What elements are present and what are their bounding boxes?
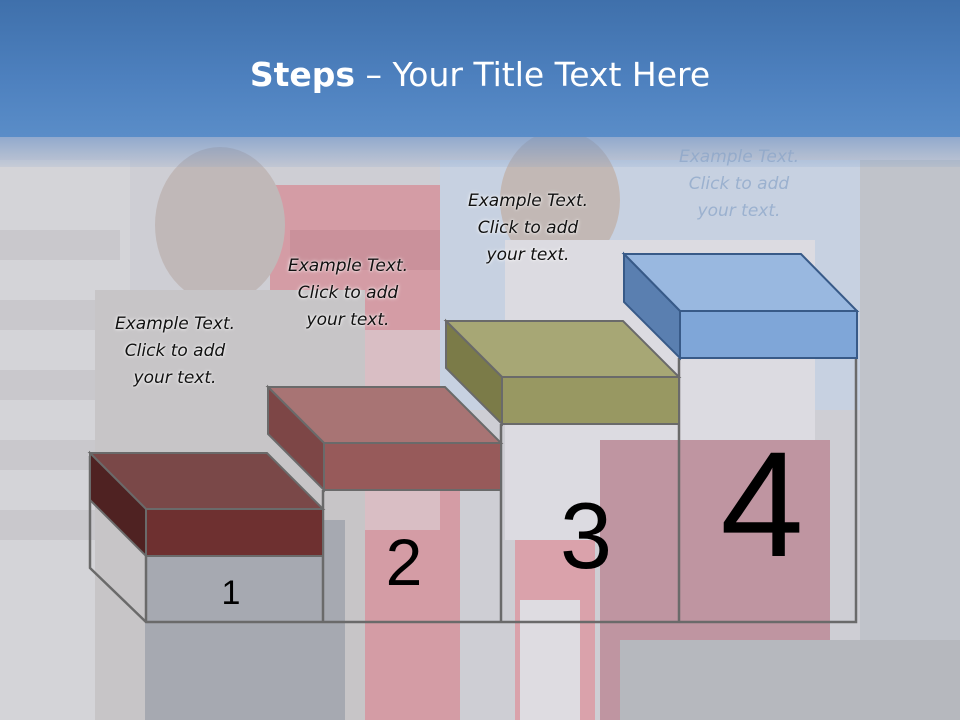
step-caption-4[interactable]: Example Text. Click to add your text. — [654, 144, 824, 225]
title-band — [0, 137, 960, 167]
caption-line: Click to add — [297, 283, 399, 303]
caption-line: your text. — [133, 368, 217, 388]
title-text: – Your Title Text Here — [355, 55, 711, 94]
step-number-2: 2 — [386, 525, 423, 599]
step-block-2[interactable] — [265, 384, 504, 493]
caption-line: your text. — [486, 245, 570, 265]
caption-line: your text. — [697, 201, 781, 221]
caption-line: Click to add — [477, 218, 579, 238]
caption-line: Click to add — [124, 341, 226, 361]
step-number-3: 3 — [560, 483, 612, 588]
step-caption-3[interactable]: Example Text. Click to add your text. — [443, 188, 613, 269]
step-block-4[interactable] — [621, 251, 860, 361]
caption-line: Example Text. — [287, 256, 409, 276]
caption-line: Example Text. — [467, 191, 589, 211]
step-caption-2[interactable]: Example Text. Click to add your text. — [263, 253, 433, 334]
caption-line: your text. — [306, 310, 390, 330]
title-bar — [0, 0, 960, 137]
caption-line: Click to add — [688, 174, 790, 194]
step-block-3[interactable] — [443, 318, 682, 427]
step-number-4: 4 — [720, 420, 803, 588]
caption-line: Example Text. — [678, 147, 800, 167]
title-bold-word: Steps — [249, 55, 356, 94]
caption-line: Example Text. — [114, 314, 236, 334]
step-number-1: 1 — [222, 574, 241, 612]
step-caption-1[interactable]: Example Text. Click to add your text. — [90, 311, 260, 392]
slide-title[interactable]: Steps – Your Title Text Here — [0, 54, 960, 96]
step-block-1[interactable] — [87, 450, 326, 559]
